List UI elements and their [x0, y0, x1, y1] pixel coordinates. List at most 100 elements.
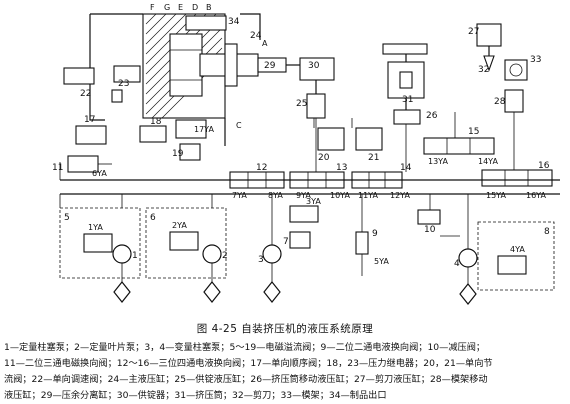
- svg-text:E: E: [178, 3, 183, 12]
- svg-text:C: C: [236, 121, 242, 130]
- svg-text:3YA: 3YA: [306, 197, 321, 206]
- svg-text:23: 23: [118, 79, 129, 89]
- valve-17ya: [175, 119, 207, 139]
- hydraulic-schematic: F G E D B A C 1 2 3 4 5 6 7 8 9 10 11 12…: [52, 3, 560, 305]
- svg-text:6: 6: [150, 213, 156, 223]
- svg-text:28: 28: [494, 97, 506, 107]
- svg-text:8YA: 8YA: [268, 191, 283, 200]
- pump-group-8: [477, 221, 555, 291]
- svg-text:1: 1: [132, 251, 138, 261]
- svg-text:30: 30: [308, 61, 320, 71]
- svg-text:B: B: [206, 3, 212, 12]
- cylinder-letter-labels: F G E D B A C: [150, 3, 268, 130]
- svg-text:1YA: 1YA: [88, 223, 103, 232]
- shear-cylinder-27: [476, 23, 502, 47]
- svg-text:12: 12: [256, 163, 267, 173]
- svg-text:5: 5: [64, 213, 70, 223]
- legend-line-2: 11—二位三通电磁换向阀；12～16—三位四通电液换向阀；17—单向顺序阀；18…: [4, 358, 493, 369]
- svg-text:19: 19: [172, 149, 184, 159]
- svg-text:25: 25: [296, 99, 307, 109]
- die-cylinder-28: [504, 89, 524, 113]
- legend-line-1: 1—定量柱塞泵；2—定量叶片泵；3，4—变量柱塞泵；5～19—电磁溢流阀；9—二…: [4, 342, 486, 353]
- svg-text:26: 26: [426, 111, 438, 121]
- svg-text:10: 10: [424, 225, 436, 235]
- container-31: [382, 43, 428, 99]
- svg-text:10YA: 10YA: [330, 191, 350, 200]
- svg-text:7: 7: [283, 237, 289, 247]
- pump-symbol: [112, 244, 132, 264]
- svg-text:2YA: 2YA: [172, 221, 187, 230]
- svg-text:15: 15: [468, 127, 479, 137]
- legend-line-4: 液压缸；29—压余分离缸；30—供锭器；31—挤压筒；32—剪刀；33—模架；3…: [4, 390, 387, 401]
- svg-text:4YA: 4YA: [510, 245, 525, 254]
- valve-16: [481, 169, 553, 187]
- svg-text:14YA: 14YA: [478, 157, 498, 166]
- svg-text:9: 9: [372, 229, 378, 239]
- svg-text:13YA: 13YA: [428, 157, 448, 166]
- svg-text:18: 18: [150, 117, 162, 127]
- pressure-switch-18: [139, 125, 167, 143]
- feeding-cylinder-25: [306, 93, 326, 119]
- svg-text:9YA: 9YA: [296, 191, 311, 200]
- throttle-valve-20: [317, 127, 345, 151]
- svg-text:13: 13: [336, 163, 347, 173]
- pump-group-5: [59, 207, 141, 279]
- svg-text:29: 29: [264, 61, 276, 71]
- solenoid-labels: 1YA 2YA 3YA 4YA 5YA 6YA 7YA 8YA 9YA 10YA…: [88, 125, 546, 266]
- component-numbers: 1 2 3 4 5 6 7 8 9 10 11 12 13 14 15 16 1…: [52, 17, 550, 269]
- pressure-switch-23: [111, 89, 123, 103]
- svg-text:6YA: 6YA: [92, 169, 107, 178]
- svg-text:20: 20: [318, 153, 330, 163]
- reducing-valve-10: [417, 209, 441, 225]
- container-cylinder-26: [393, 109, 421, 125]
- svg-text:2: 2: [222, 251, 228, 261]
- relief-valve-19: [179, 143, 201, 161]
- svg-text:8: 8: [544, 227, 550, 237]
- valve-15: [423, 137, 495, 155]
- svg-text:14: 14: [400, 163, 412, 173]
- svg-text:31: 31: [402, 95, 413, 105]
- valve-1ya: [83, 233, 113, 253]
- svg-text:11: 11: [52, 163, 63, 173]
- svg-text:A: A: [262, 39, 268, 48]
- svg-text:17YA: 17YA: [194, 125, 214, 134]
- svg-text:5YA: 5YA: [374, 257, 389, 266]
- filter-symbol: [459, 283, 477, 305]
- svg-text:21: 21: [368, 153, 379, 163]
- svg-text:15YA: 15YA: [486, 191, 506, 200]
- pump-symbol: [202, 244, 222, 264]
- pump-symbol: [458, 248, 478, 268]
- valve-3ya: [289, 205, 319, 223]
- svg-text:32: 32: [478, 65, 489, 75]
- svg-text:22: 22: [80, 89, 91, 99]
- svg-text:3: 3: [258, 255, 264, 265]
- svg-text:12YA: 12YA: [390, 191, 410, 200]
- svg-text:16YA: 16YA: [526, 191, 546, 200]
- filter-symbol: [113, 281, 131, 303]
- die-holder-33: [504, 59, 528, 81]
- svg-text:4: 4: [454, 259, 460, 269]
- separation-cylinder-29: [257, 57, 300, 73]
- svg-text:17: 17: [84, 115, 95, 125]
- figure-caption: 图 4-25 自装挤压机的液压系统原理: [196, 323, 374, 335]
- svg-text:16: 16: [538, 161, 550, 171]
- svg-text:24: 24: [250, 31, 262, 41]
- product-outlet-34: [185, 15, 227, 31]
- sequence-valve-17: [75, 125, 107, 145]
- valve-2ya: [169, 231, 199, 251]
- svg-text:34: 34: [228, 17, 240, 27]
- filter-symbol: [203, 281, 221, 303]
- valve-9: [355, 231, 369, 255]
- valve-22: [63, 67, 95, 85]
- svg-text:33: 33: [530, 55, 541, 65]
- pump-symbol: [262, 244, 282, 264]
- filter-symbol: [263, 281, 281, 303]
- svg-text:27: 27: [468, 27, 479, 37]
- svg-text:11YA: 11YA: [358, 191, 378, 200]
- pump-group-6: [145, 207, 227, 279]
- ingot-feeder-30: [299, 57, 335, 81]
- valve-23: [113, 65, 141, 83]
- svg-text:F: F: [150, 3, 155, 12]
- throttle-valve-21: [355, 127, 383, 151]
- svg-text:G: G: [164, 3, 170, 12]
